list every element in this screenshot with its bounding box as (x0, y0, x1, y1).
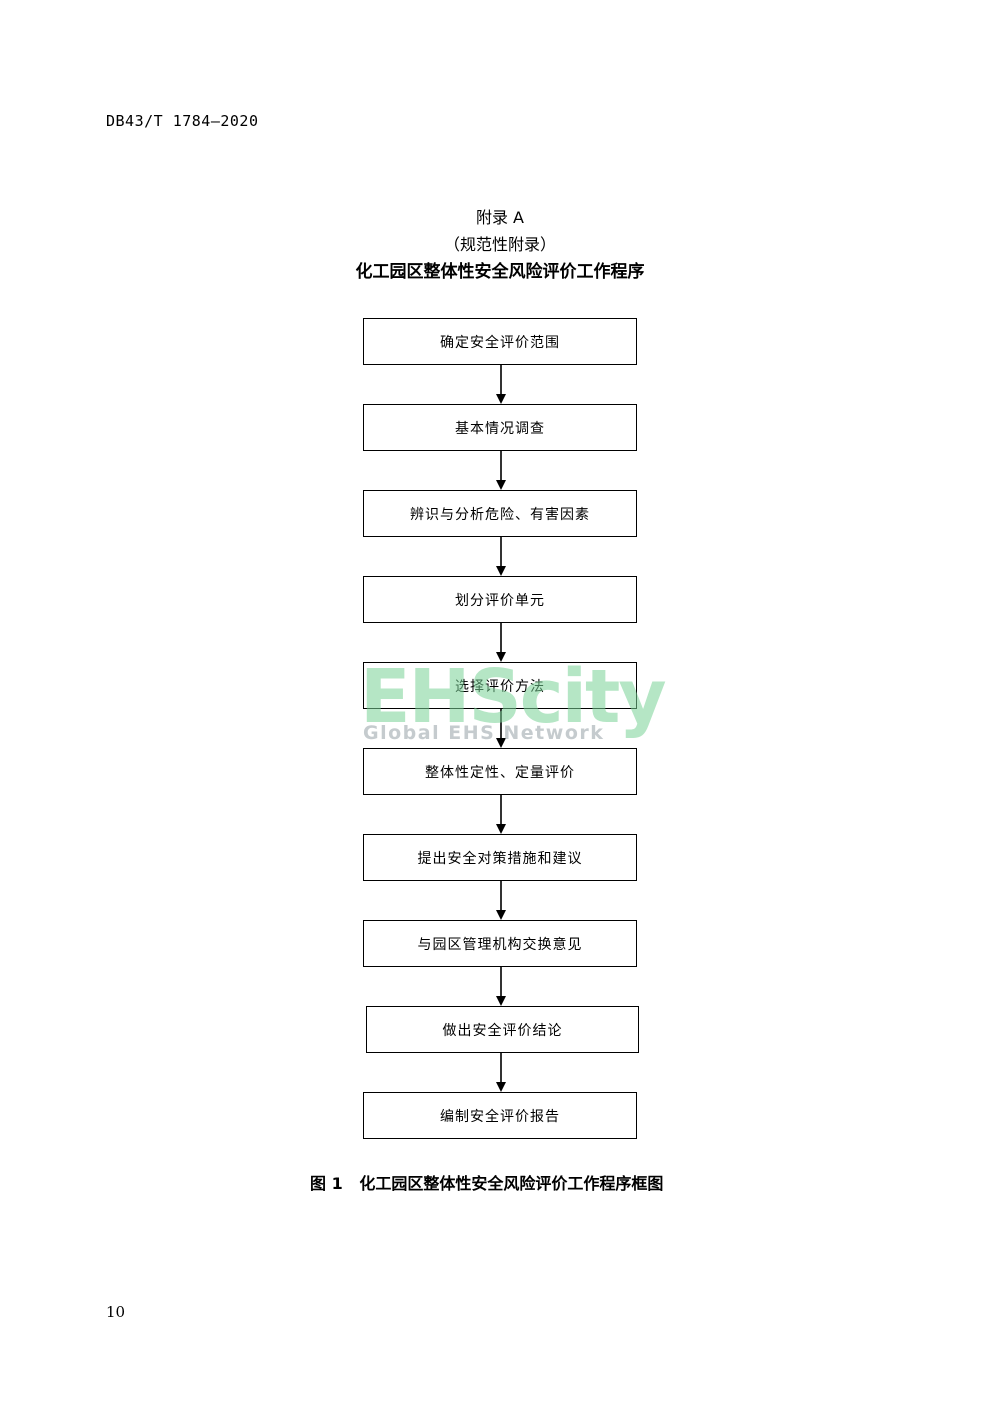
flow-arrow-1 (496, 365, 506, 404)
flow-arrow-5 (496, 709, 506, 748)
flow-arrow-4 (496, 623, 506, 662)
flow-step-10: 编制安全评价报告 (363, 1092, 637, 1139)
appendix-name: 化工园区整体性安全风险评价工作程序 (355, 262, 645, 282)
flow-arrow-3 (496, 537, 506, 576)
flow-step-1: 确定安全评价范围 (363, 318, 637, 365)
flow-step-7: 提出安全对策措施和建议 (363, 834, 637, 881)
flow-step-5: 选择评价方法 (363, 662, 637, 709)
flow-arrow-8 (496, 967, 506, 1006)
flow-step-3: 辨识与分析危险、有害因素 (363, 490, 637, 537)
flow-step-4: 划分评价单元 (363, 576, 637, 623)
flow-step-9: 做出安全评价结论 (366, 1006, 639, 1053)
flow-arrow-6 (496, 795, 506, 834)
appendix-title: 附录 A (475, 208, 525, 227)
flow-step-8: 与园区管理机构交换意见 (363, 920, 637, 967)
page-number: 10 (106, 1303, 126, 1321)
appendix-type: （规范性附录） (443, 235, 556, 254)
flow-arrow-7 (496, 881, 506, 920)
figure-caption: 图 1 化工园区整体性安全风险评价工作程序框图 (310, 1174, 664, 1193)
flow-arrow-2 (496, 451, 506, 490)
standard-code: DB43/T 1784—2020 (106, 112, 259, 130)
flow-arrow-9 (496, 1053, 506, 1092)
flow-step-6: 整体性定性、定量评价 (363, 748, 637, 795)
flow-step-2: 基本情况调查 (363, 404, 637, 451)
watermark-tagline: Global EHS Network (363, 722, 605, 744)
